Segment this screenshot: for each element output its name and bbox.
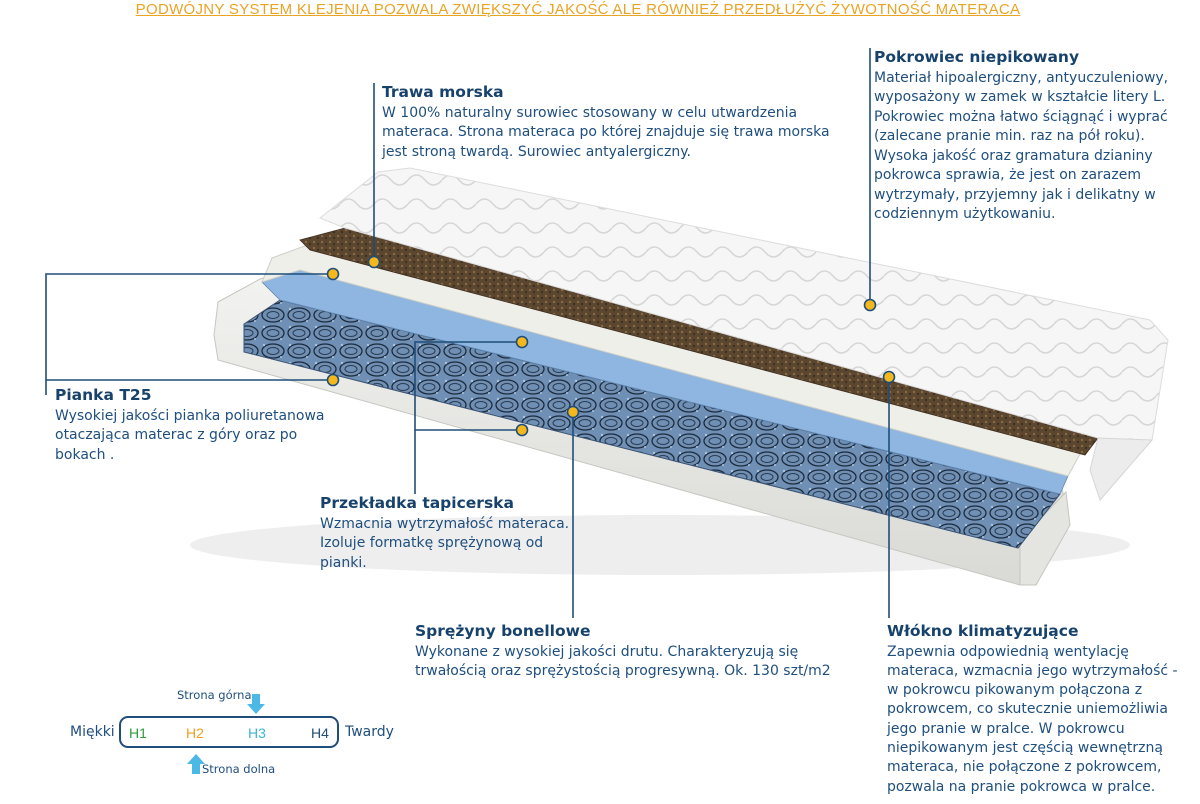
callout-text: Zapewnia odpowiednią wentylację materaca… bbox=[887, 643, 1178, 795]
dot-pokrowiec bbox=[863, 298, 877, 312]
firmness-level-h3: H3 bbox=[248, 725, 266, 741]
callout-text: Wysokiej jakości pianka poliuretanowa ot… bbox=[55, 407, 325, 463]
arrow-up-icon bbox=[187, 754, 205, 774]
callout-title: Pokrowiec niepikowany bbox=[874, 48, 1080, 66]
callout-title: Trawa morska bbox=[382, 83, 504, 101]
callout-text: Materiał hipoalergiczny, antyuczuleniowy… bbox=[874, 69, 1169, 223]
dot-pianka-bottom bbox=[326, 373, 340, 387]
callout-text: Wykonane z wysokiej jakości drutu. Chara… bbox=[415, 643, 831, 680]
foam-front-edge bbox=[1019, 490, 1071, 586]
dot-przekladka-bottom bbox=[515, 423, 529, 437]
leader-przekladka bbox=[414, 341, 522, 431]
dot-przekladka-top bbox=[515, 335, 529, 349]
callout-cover: Pokrowiec niepikowany Materiał hipoalerg… bbox=[874, 48, 1184, 225]
callout-bonnell-springs: Sprężyny bonellowe Wykonane z wysokiej j… bbox=[415, 622, 845, 682]
dot-sprezyny bbox=[566, 405, 580, 419]
scale-arrows bbox=[187, 694, 265, 774]
dot-pianka-top bbox=[326, 267, 340, 281]
callout-dots bbox=[326, 255, 896, 437]
callout-title: Sprężyny bonellowe bbox=[415, 622, 591, 640]
leader-lines bbox=[45, 48, 890, 618]
callout-sea-grass: Trawa morska W 100% naturalny surowiec s… bbox=[382, 83, 832, 162]
callout-text: W 100% naturalny surowiec stosowany w ce… bbox=[382, 104, 830, 160]
coir-layer bbox=[299, 227, 1099, 456]
dot-wlokno bbox=[882, 370, 896, 384]
callout-title: Przekładka tapicerska bbox=[320, 494, 514, 512]
firmness-level-h1: H1 bbox=[129, 725, 147, 741]
cover-side bbox=[1089, 437, 1154, 501]
dot-trawa bbox=[367, 255, 381, 269]
scale-top-side-label: Strona górna bbox=[177, 688, 252, 702]
springs-layer bbox=[243, 299, 1061, 549]
callout-upholstery-pad: Przekładka tapicerska Wzmacnia wytrzymał… bbox=[320, 494, 620, 573]
banner-headline: PODWÓJNY SYSTEM KLEJENIA POZWALA ZWIĘKSZ… bbox=[135, 1, 1021, 18]
firmness-scale-box bbox=[119, 716, 339, 748]
callout-foam-t25: Pianka T25 Wysokiej jakości pianka poliu… bbox=[55, 386, 355, 465]
scale-bottom-side-label: Strona dolna bbox=[202, 762, 276, 776]
callout-text: Wzmacnia wytrzymałość materaca. Izoluje … bbox=[320, 515, 570, 571]
quilted-cover bbox=[319, 167, 1169, 502]
firmness-level-h4: H4 bbox=[311, 725, 329, 741]
scale-hard-label: Twardy bbox=[345, 724, 394, 740]
leader-pianka-top bbox=[45, 273, 333, 395]
callout-title: Włókno klimatyzujące bbox=[887, 622, 1079, 640]
callout-climate-fiber: Włókno klimatyzujące Zapewnia odpowiedni… bbox=[887, 622, 1187, 797]
callout-title: Pianka T25 bbox=[55, 386, 152, 404]
scale-soft-label: Miękki bbox=[70, 724, 115, 740]
firmness-level-h2: H2 bbox=[186, 725, 204, 741]
arrow-down-icon bbox=[247, 694, 265, 714]
